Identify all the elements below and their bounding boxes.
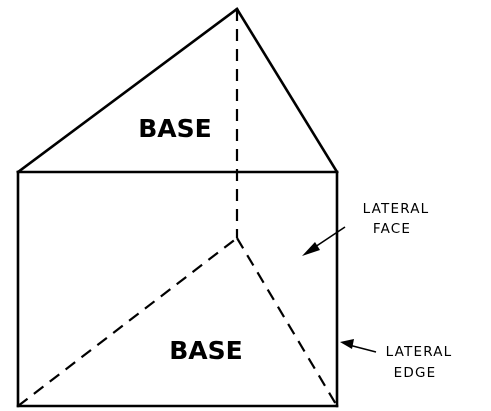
top-base-right-edge (235, 7, 339, 174)
top-base-left-edge (16, 7, 239, 174)
bottom-base-label: BASE (169, 336, 243, 365)
lateral-edge-label-line1: LATERAL (386, 344, 453, 360)
bottom-base-hidden-right-edge (236, 237, 338, 407)
lateral-face-pointer-arrowhead (302, 242, 320, 256)
bottom-base-hidden-left-edge (17, 237, 238, 407)
lateral-face-label-line1: LATERAL (363, 201, 430, 217)
lateral-edge-pointer-arrowhead (340, 339, 354, 349)
lateral-edge-label-line2: EDGE (394, 365, 437, 381)
top-base-label: BASE (138, 114, 212, 143)
lateral-face-label-line2: FACE (373, 221, 411, 237)
lateral-edge-pointer-line (348, 344, 377, 353)
